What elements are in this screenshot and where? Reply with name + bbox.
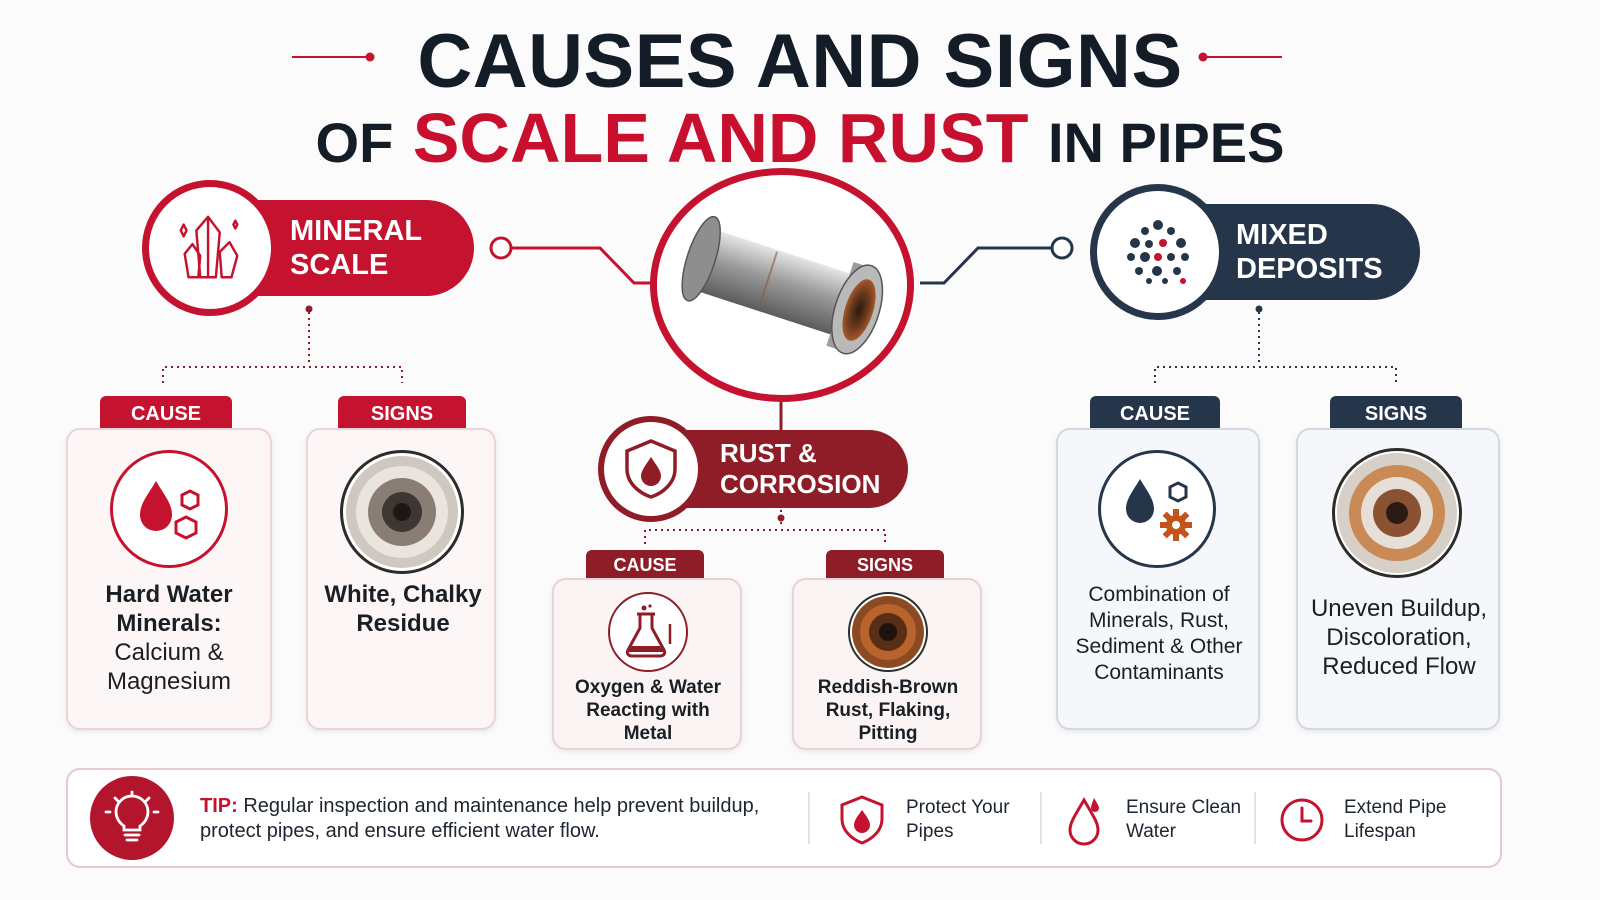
shield-icon <box>840 795 884 845</box>
mixed-cause-tab: CAUSE <box>1090 396 1220 432</box>
page-title-line2: OF SCALE AND RUST IN PIPES <box>0 98 1600 183</box>
lightbulb-icon <box>104 790 160 842</box>
mixed-deposits-title: MIXED DEPOSITS <box>1236 219 1383 285</box>
tip-bar: TIP: Regular inspection and maintenance … <box>66 768 1502 868</box>
divider <box>1254 792 1256 844</box>
mineral-cause-card: Hard Water Minerals: Calcium & Magnesium <box>66 428 272 730</box>
mixed-signs-tab: SIGNS <box>1330 396 1462 432</box>
shield-drop-icon <box>625 439 677 499</box>
rusted-pipe-image <box>852 596 924 668</box>
mineral-cause-text: Hard Water Minerals: Calcium & Magnesium <box>74 580 264 696</box>
scaled-pipe-image <box>346 456 458 568</box>
rust-corrosion-title: RUST & CORROSION <box>720 438 881 499</box>
mineral-signs-card: White, Chalky Residue <box>306 428 496 730</box>
rust-cause-icon-circle <box>608 592 688 672</box>
rust-cause-tab: CAUSE <box>586 550 704 580</box>
mineral-cause-title: Hard Water Minerals: <box>105 581 233 637</box>
mixed-cause-card: Combination of Minerals, Rust, Sediment … <box>1056 428 1260 730</box>
mineral-signs-tab: SIGNS <box>338 396 466 432</box>
steel-pipe-image <box>681 215 884 355</box>
mineral-cause-detail: Calcium & Magnesium <box>106 639 232 695</box>
rust-corrosion-icon-circle <box>598 416 704 522</box>
water-drop-icon <box>1068 796 1100 846</box>
clock-icon <box>1280 798 1324 842</box>
mixed-cause-text: Combination of Minerals, Rust, Sediment … <box>1075 583 1243 684</box>
feature-clean-water-label: Ensure Clean Water <box>1126 797 1242 842</box>
tip-text: TIP: Regular inspection and maintenance … <box>200 794 800 844</box>
divider <box>808 792 810 844</box>
mineral-cause-tab: CAUSE <box>100 396 232 432</box>
mineral-scale-title: MINERAL SCALE <box>290 215 422 281</box>
feature-lifespan: Extend Pipe Lifespan <box>1278 792 1488 848</box>
rust-cause-card: Oxygen & Water Reacting with Metal <box>552 578 742 750</box>
particles-icon <box>1127 220 1189 284</box>
flask-icon <box>625 604 672 658</box>
feature-protect: Protect Your Pipes <box>838 792 1038 848</box>
mixed-deposit-pipe-image <box>1337 453 1457 573</box>
feature-lifespan-label: Extend Pipe Lifespan <box>1344 797 1447 842</box>
divider <box>1040 792 1042 844</box>
rust-cause-text: Oxygen & Water Reacting with Metal <box>574 677 722 744</box>
drop-hex-gear-icon <box>1126 479 1192 541</box>
title-suffix: IN PIPES <box>1047 111 1285 174</box>
title-prefix: OF <box>315 111 394 174</box>
water-drop-minerals-icon <box>140 481 200 540</box>
mixed-signs-image-circle <box>1332 448 1462 578</box>
page-title-line1: CAUSES AND SIGNS <box>417 19 1183 104</box>
mineral-signs-image-circle <box>340 450 464 574</box>
mixed-signs-card: Uneven Buildup, Discoloration, Reduced F… <box>1296 428 1500 730</box>
rust-signs-text: Reddish-Brown Rust, Flaking, Pitting <box>817 677 959 744</box>
rust-signs-card: Reddish-Brown Rust, Flaking, Pitting <box>792 578 982 750</box>
tip-label: TIP: <box>200 795 238 817</box>
tip-icon-circle <box>90 776 174 860</box>
rust-signs-tab: SIGNS <box>826 550 944 580</box>
mixed-signs-text: Uneven Buildup, Discoloration, Reduced F… <box>1310 595 1488 680</box>
mixed-cause-icon-circle <box>1098 450 1216 568</box>
mixed-deposits-icon-circle <box>1090 184 1226 320</box>
feature-clean-water: Ensure Clean Water <box>1064 792 1264 848</box>
mineral-signs-text: White, Chalky Residue <box>324 581 482 637</box>
crystal-icon <box>179 215 239 279</box>
center-pipe-circle <box>650 168 914 402</box>
rust-signs-image-circle <box>848 592 928 672</box>
mineral-scale-icon-circle <box>142 180 278 316</box>
tip-body: Regular inspection and maintenance help … <box>200 795 760 842</box>
feature-protect-label: Protect Your Pipes <box>906 797 1010 842</box>
title-highlight: SCALE AND RUST <box>412 99 1029 177</box>
mineral-cause-icon-circle <box>110 450 228 568</box>
